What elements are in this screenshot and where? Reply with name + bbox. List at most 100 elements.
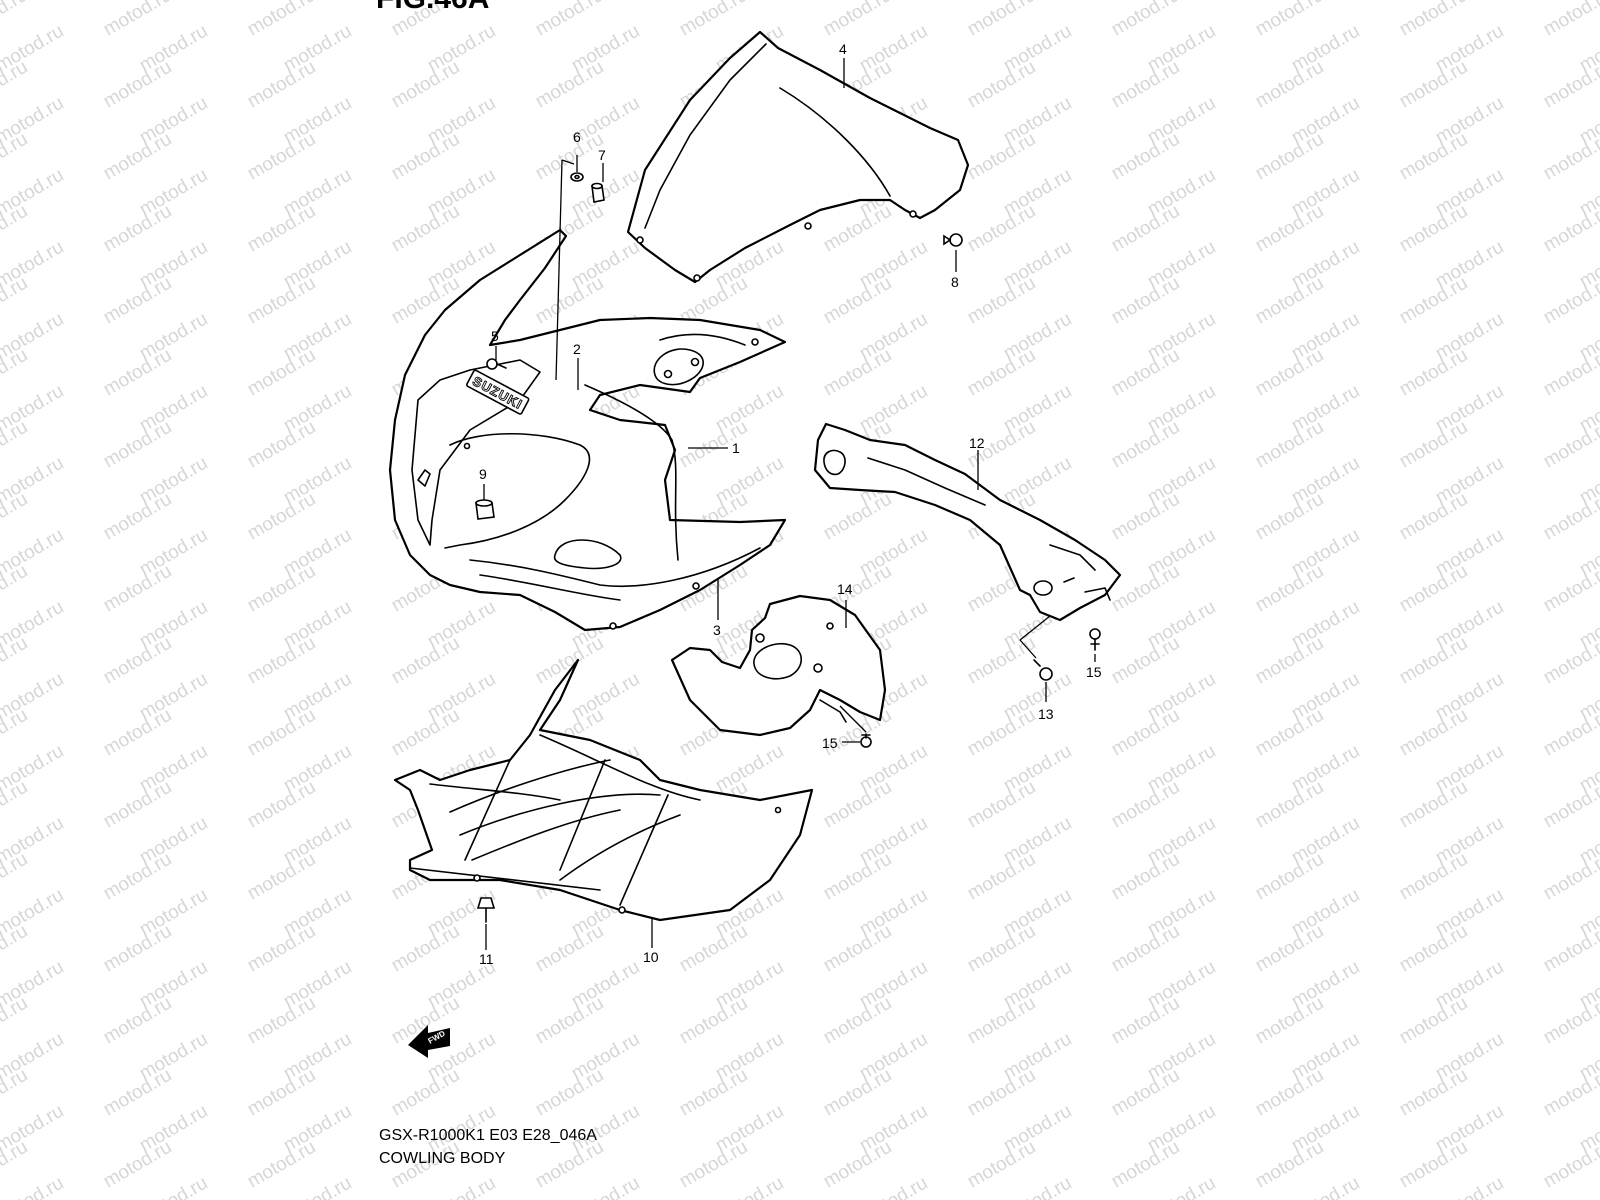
watermark-text: motod.ru <box>0 273 31 329</box>
watermark-text: motod.ru <box>388 1065 463 1121</box>
watermark-text: motod.ru <box>1108 273 1183 329</box>
watermark-text: motod.ru <box>1576 0 1600 4</box>
hardware-screw-15-right <box>1089 628 1101 651</box>
watermark-text: motod.ru <box>388 57 463 113</box>
watermark-text: motod.ru <box>532 57 607 113</box>
watermark-text: motod.ru <box>964 633 1039 689</box>
watermark-text: motod.ru <box>100 849 175 905</box>
watermark-text: motod.ru <box>964 0 1039 40</box>
watermark-text: motod.ru <box>1396 201 1471 257</box>
watermark-text: motod.ru <box>244 777 319 833</box>
watermark-text: motod.ru <box>0 1065 31 1121</box>
watermark-text: motod.ru <box>0 201 31 257</box>
watermark-text: motod.ru <box>1540 1137 1600 1193</box>
watermark-text: motod.ru <box>0 0 31 40</box>
watermark-text: motod.ru <box>1540 1065 1600 1121</box>
part-windscreen <box>626 30 970 284</box>
watermark-text: motod.ru <box>244 489 319 545</box>
watermark-text: motod.ru <box>388 633 463 689</box>
watermark-text: motod.ru <box>820 921 895 977</box>
watermark-text: motod.ru <box>1540 633 1600 689</box>
watermark-text: motod.ru <box>532 129 607 185</box>
watermark-text: motod.ru <box>244 345 319 401</box>
watermark-text: motod.ru <box>964 705 1039 761</box>
callout-14: 14 <box>837 581 853 597</box>
watermark-text: motod.ru <box>820 849 895 905</box>
watermark-text: motod.ru <box>676 1065 751 1121</box>
watermark-text: motod.ru <box>1540 417 1600 473</box>
watermark-text: motod.ru <box>0 1173 67 1200</box>
watermark-text: motod.ru <box>1540 0 1600 40</box>
watermark-text: motod.ru <box>1108 0 1183 40</box>
callout-3: 3 <box>713 622 721 638</box>
watermark-text: motod.ru <box>1108 129 1183 185</box>
watermark-text: motod.ru <box>1540 849 1600 905</box>
watermark-text: motod.ru <box>0 777 31 833</box>
watermark-text: motod.ru <box>964 129 1039 185</box>
diagram-code: GSX-R1000K1 E03 E28_046A <box>379 1127 597 1144</box>
watermark-text: motod.ru <box>1396 0 1471 40</box>
watermark-text: motod.ru <box>820 1137 895 1193</box>
watermark-text: motod.ru <box>0 1137 31 1193</box>
watermark-text: motod.ru <box>856 1173 931 1200</box>
hardware-rivet-11 <box>476 897 496 923</box>
watermark-text: motod.ru <box>820 345 895 401</box>
watermark-text: motod.ru <box>676 993 751 1049</box>
watermark-text: motod.ru <box>1396 993 1471 1049</box>
watermark-text: motod.ru <box>1396 489 1471 545</box>
watermark-text: motod.ru <box>1432 1173 1507 1200</box>
watermark-text: motod.ru <box>676 921 751 977</box>
watermark-text: motod.ru <box>1108 993 1183 1049</box>
watermark-text: motod.ru <box>820 993 895 1049</box>
watermark-text: motod.ru <box>0 849 31 905</box>
watermark-text: motod.ru <box>0 921 31 977</box>
watermark-text: motod.ru <box>244 921 319 977</box>
watermark-text: motod.ru <box>1540 345 1600 401</box>
hardware-grommet-9 <box>475 499 495 520</box>
watermark-text: motod.ru <box>1540 705 1600 761</box>
watermark-text: motod.ru <box>820 273 895 329</box>
watermark-text: motod.ru <box>1396 921 1471 977</box>
callout-2: 2 <box>573 341 581 357</box>
watermark-text: motod.ru <box>100 345 175 401</box>
watermark-text: motod.ru <box>1000 1173 1075 1200</box>
watermark-text: motod.ru <box>532 921 607 977</box>
watermark-text: motod.ru <box>1396 129 1471 185</box>
watermark-text: motod.ru <box>676 0 751 40</box>
watermark-text: motod.ru <box>1252 129 1327 185</box>
watermark-text: motod.ru <box>1396 705 1471 761</box>
watermark-text: motod.ru <box>1108 57 1183 113</box>
watermark-text: motod.ru <box>1252 921 1327 977</box>
callout-10: 10 <box>643 949 659 965</box>
watermark-text: motod.ru <box>1252 561 1327 617</box>
watermark-text: motod.ru <box>820 705 895 761</box>
watermark-text: motod.ru <box>244 1065 319 1121</box>
watermark-text: motod.ru <box>0 489 31 545</box>
watermark-text: motod.ru <box>1252 417 1327 473</box>
watermark-text: motod.ru <box>532 1065 607 1121</box>
watermark-text: motod.ru <box>1252 201 1327 257</box>
watermark-text: motod.ru <box>1396 273 1471 329</box>
watermark-text: motod.ru <box>532 993 607 1049</box>
watermark-text: motod.ru <box>100 1065 175 1121</box>
watermark-text: motod.ru <box>964 345 1039 401</box>
watermark-text: motod.ru <box>244 633 319 689</box>
watermark-text: motod.ru <box>1252 993 1327 1049</box>
watermark-text: motod.ru <box>1108 633 1183 689</box>
watermark-text: motod.ru <box>964 201 1039 257</box>
callout-11: 11 <box>479 951 494 967</box>
watermark-text: motod.ru <box>1108 417 1183 473</box>
watermark-text: motod.ru <box>1396 57 1471 113</box>
callout-7: 7 <box>598 147 606 163</box>
watermark-text: motod.ru <box>0 705 31 761</box>
callout-15-right: 15 <box>1086 664 1102 680</box>
watermark-text: motod.ru <box>100 417 175 473</box>
watermark-text: motod.ru <box>100 705 175 761</box>
watermark-text: motod.ru <box>100 129 175 185</box>
watermark-text: motod.ru <box>1108 201 1183 257</box>
hardware-screw-15-lower <box>860 733 872 748</box>
watermark-text: motod.ru <box>100 273 175 329</box>
watermark-text: motod.ru <box>100 489 175 545</box>
watermark-text: motod.ru <box>532 1137 607 1193</box>
watermark-text: motod.ru <box>964 1137 1039 1193</box>
